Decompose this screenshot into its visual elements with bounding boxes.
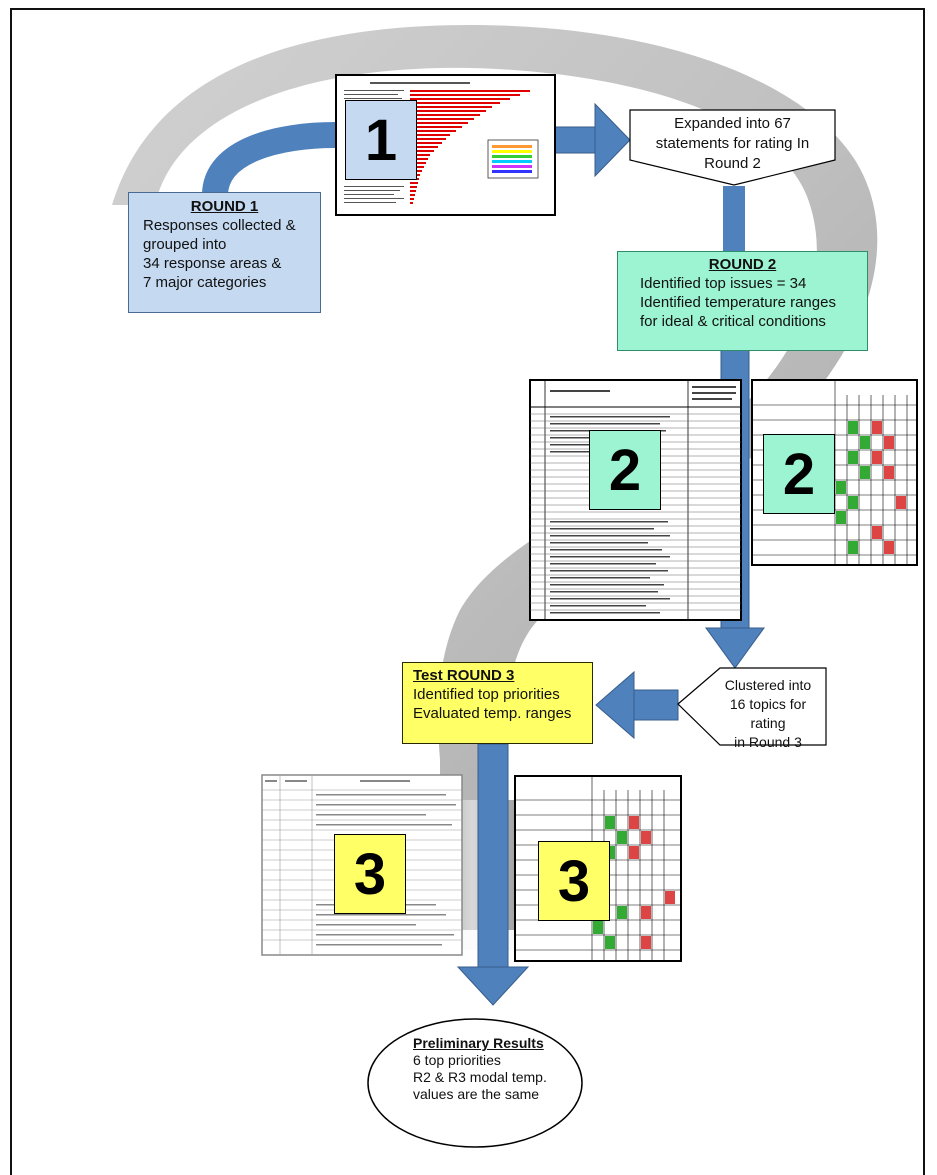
- callout-left-arrow-icon: [677, 667, 827, 746]
- round2-line: Identified temperature ranges: [640, 294, 836, 311]
- round3-table-thumbnail: [261, 774, 463, 956]
- round3-line: Identified top priorities: [413, 686, 560, 703]
- round2-line: for ideal & critical conditions: [640, 313, 826, 330]
- round1-line: 7 major categories: [143, 274, 267, 291]
- arrow-down-icon: [456, 743, 530, 1006]
- expanded-line: statements for rating In: [655, 135, 810, 152]
- round1-line: grouped into: [143, 236, 227, 253]
- page-border: [10, 8, 925, 1175]
- round2-box: ROUND 2 Identified top issues = 34 Ident…: [617, 251, 868, 351]
- clustered-callout-text: Clustered into 16 topics for rating in R…: [712, 676, 824, 752]
- round3-number-badge-table: 3: [334, 834, 406, 914]
- clustered-line: Clustered into: [724, 677, 812, 693]
- callout-down-arrow-icon: [629, 109, 836, 186]
- results-line: 6 top priorities: [413, 1052, 501, 1068]
- round3-box: Test ROUND 3 Identified top priorities E…: [402, 662, 593, 744]
- flow-curve-round1: [202, 122, 336, 197]
- round2-heading: ROUND 2: [708, 256, 777, 273]
- results-ellipse: [367, 1018, 583, 1148]
- expanded-callout-text: Expanded into 67 statements for rating I…: [630, 114, 835, 174]
- results-line: R2 & R3 modal temp.: [413, 1069, 547, 1085]
- flow-stem-expanded: [723, 186, 745, 254]
- expanded-line: Expanded into 67: [674, 115, 791, 132]
- results-text: Preliminary Results 6 top priorities R2 …: [413, 1035, 563, 1139]
- expanded-line: Round 2: [704, 155, 761, 172]
- round3-heading: Test ROUND 3: [413, 667, 515, 684]
- round2-number-badge-table: 2: [589, 430, 661, 510]
- round3-line: Evaluated temp. ranges: [413, 705, 572, 722]
- round1-box: ROUND 1 Responses collected & grouped in…: [128, 192, 321, 313]
- clustered-line: in Round 3: [734, 734, 802, 750]
- results-heading: Preliminary Results: [413, 1035, 544, 1051]
- round1-line: Responses collected &: [143, 217, 296, 234]
- round1-heading: ROUND 1: [190, 198, 259, 215]
- results-line: values are the same: [413, 1086, 540, 1102]
- arrow-left-icon: [595, 670, 679, 740]
- round1-number-badge: 1: [345, 100, 417, 180]
- round3-number-badge-grid: 3: [538, 841, 610, 921]
- round2-number-badge-grid: 2: [763, 434, 835, 514]
- round1-line: 34 response areas &: [143, 255, 282, 272]
- clustered-line: 16 topics for rating: [729, 696, 807, 731]
- round2-line: Identified top issues = 34: [640, 275, 807, 292]
